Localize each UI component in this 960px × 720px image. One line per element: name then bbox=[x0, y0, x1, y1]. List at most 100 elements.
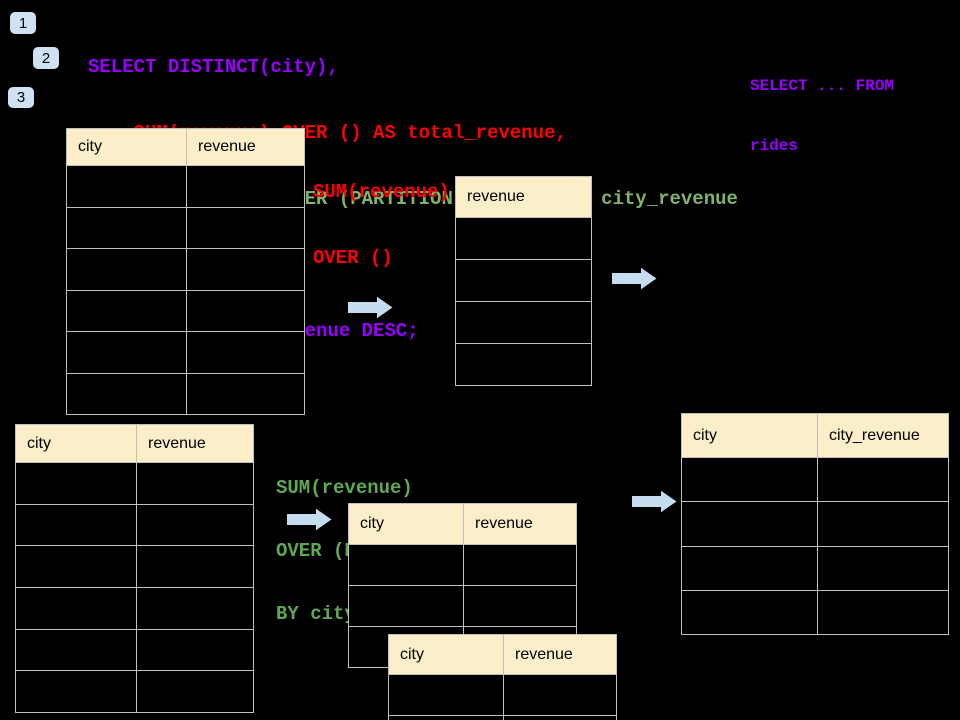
table-cell bbox=[817, 545, 949, 591]
table-cell bbox=[66, 289, 187, 332]
table-cell bbox=[15, 587, 137, 630]
table-cell bbox=[15, 670, 137, 714]
table-cell bbox=[186, 248, 305, 291]
table-cell bbox=[66, 331, 187, 374]
column-header: city_revenue bbox=[817, 413, 949, 458]
table-row bbox=[66, 289, 305, 332]
table-cell bbox=[136, 545, 254, 589]
table-cell bbox=[136, 670, 254, 714]
table-cell bbox=[817, 456, 949, 503]
table-cell bbox=[136, 587, 254, 630]
table-row bbox=[348, 544, 577, 586]
column-header: city bbox=[348, 503, 464, 545]
table-row bbox=[681, 545, 949, 591]
step-badge-3: 3 bbox=[8, 87, 34, 108]
table-cell bbox=[817, 589, 949, 636]
table-row bbox=[66, 206, 305, 249]
table-row bbox=[455, 301, 592, 344]
total-annotation-line-2: OVER () bbox=[313, 247, 393, 269]
table-row bbox=[388, 674, 617, 716]
table-cell bbox=[66, 248, 187, 291]
column-header: revenue bbox=[503, 634, 617, 675]
table-row bbox=[681, 456, 949, 503]
column-header: city bbox=[66, 128, 187, 166]
step-badge-1-label: 1 bbox=[18, 14, 28, 32]
column-header: revenue bbox=[455, 176, 592, 218]
table-row bbox=[15, 628, 254, 672]
table-cell bbox=[66, 165, 187, 208]
side-note-line-2: rides bbox=[750, 137, 799, 155]
table-cell bbox=[186, 165, 305, 208]
table-cell bbox=[455, 259, 592, 302]
right-arrow-icon bbox=[612, 267, 657, 290]
total-annotation-line-1: SUM(revenue) bbox=[313, 181, 450, 203]
table-cell bbox=[15, 545, 137, 589]
column-header: city bbox=[681, 413, 818, 458]
table-row bbox=[66, 372, 305, 415]
table-cell bbox=[681, 545, 818, 591]
column-header: city bbox=[15, 424, 137, 463]
table-cell bbox=[136, 462, 254, 505]
table-cell bbox=[817, 501, 949, 547]
table-total-revenue: revenue bbox=[455, 176, 592, 386]
partition-annotation-line-1: SUM(revenue) bbox=[276, 477, 413, 499]
table-cell bbox=[681, 501, 818, 547]
table-cell bbox=[66, 206, 187, 249]
step-badge-2: 2 bbox=[33, 47, 59, 69]
table-cell bbox=[136, 628, 254, 672]
table-row bbox=[455, 217, 592, 260]
table-row bbox=[681, 501, 949, 547]
table-row bbox=[15, 670, 254, 714]
table-row bbox=[455, 259, 592, 302]
table-cell bbox=[455, 301, 592, 344]
table-cell bbox=[681, 456, 818, 503]
table-row bbox=[15, 587, 254, 630]
table-cell bbox=[66, 372, 187, 415]
step-badge-1: 1 bbox=[10, 12, 36, 34]
side-note-line-1: SELECT ... FROM bbox=[750, 77, 895, 95]
column-header: revenue bbox=[136, 424, 254, 463]
table-cell bbox=[681, 589, 818, 636]
table-cell bbox=[186, 372, 305, 415]
table-cell bbox=[388, 715, 504, 720]
table-cell bbox=[186, 206, 305, 249]
table-row bbox=[681, 589, 949, 636]
table-cell bbox=[15, 462, 137, 505]
table-row bbox=[15, 462, 254, 505]
table-row bbox=[388, 715, 617, 720]
table-row bbox=[455, 343, 592, 386]
column-header: city bbox=[388, 634, 504, 675]
right-arrow-icon bbox=[632, 490, 677, 513]
table-cell bbox=[463, 544, 577, 586]
table-row bbox=[66, 331, 305, 374]
sql-line-select: SELECT DISTINCT(city), bbox=[88, 56, 339, 78]
table-cell bbox=[186, 289, 305, 332]
table-cell bbox=[136, 503, 254, 547]
step-badge-3-label: 3 bbox=[16, 89, 26, 106]
column-header: revenue bbox=[186, 128, 305, 166]
table-cell bbox=[15, 628, 137, 672]
table-row bbox=[15, 545, 254, 589]
right-arrow-icon bbox=[348, 296, 393, 319]
table-row bbox=[348, 585, 577, 627]
step-badge-2-label: 2 bbox=[41, 49, 51, 67]
right-arrow-icon bbox=[287, 508, 332, 531]
table-row bbox=[15, 503, 254, 547]
table-cell bbox=[463, 585, 577, 627]
select-from-rides-note: SELECT ... FROM rides bbox=[750, 36, 894, 196]
table-cell bbox=[388, 674, 504, 716]
table-row bbox=[66, 165, 305, 208]
table-cell bbox=[15, 503, 137, 547]
table-row bbox=[66, 248, 305, 291]
table-cell bbox=[186, 331, 305, 374]
table-cell bbox=[455, 343, 592, 386]
